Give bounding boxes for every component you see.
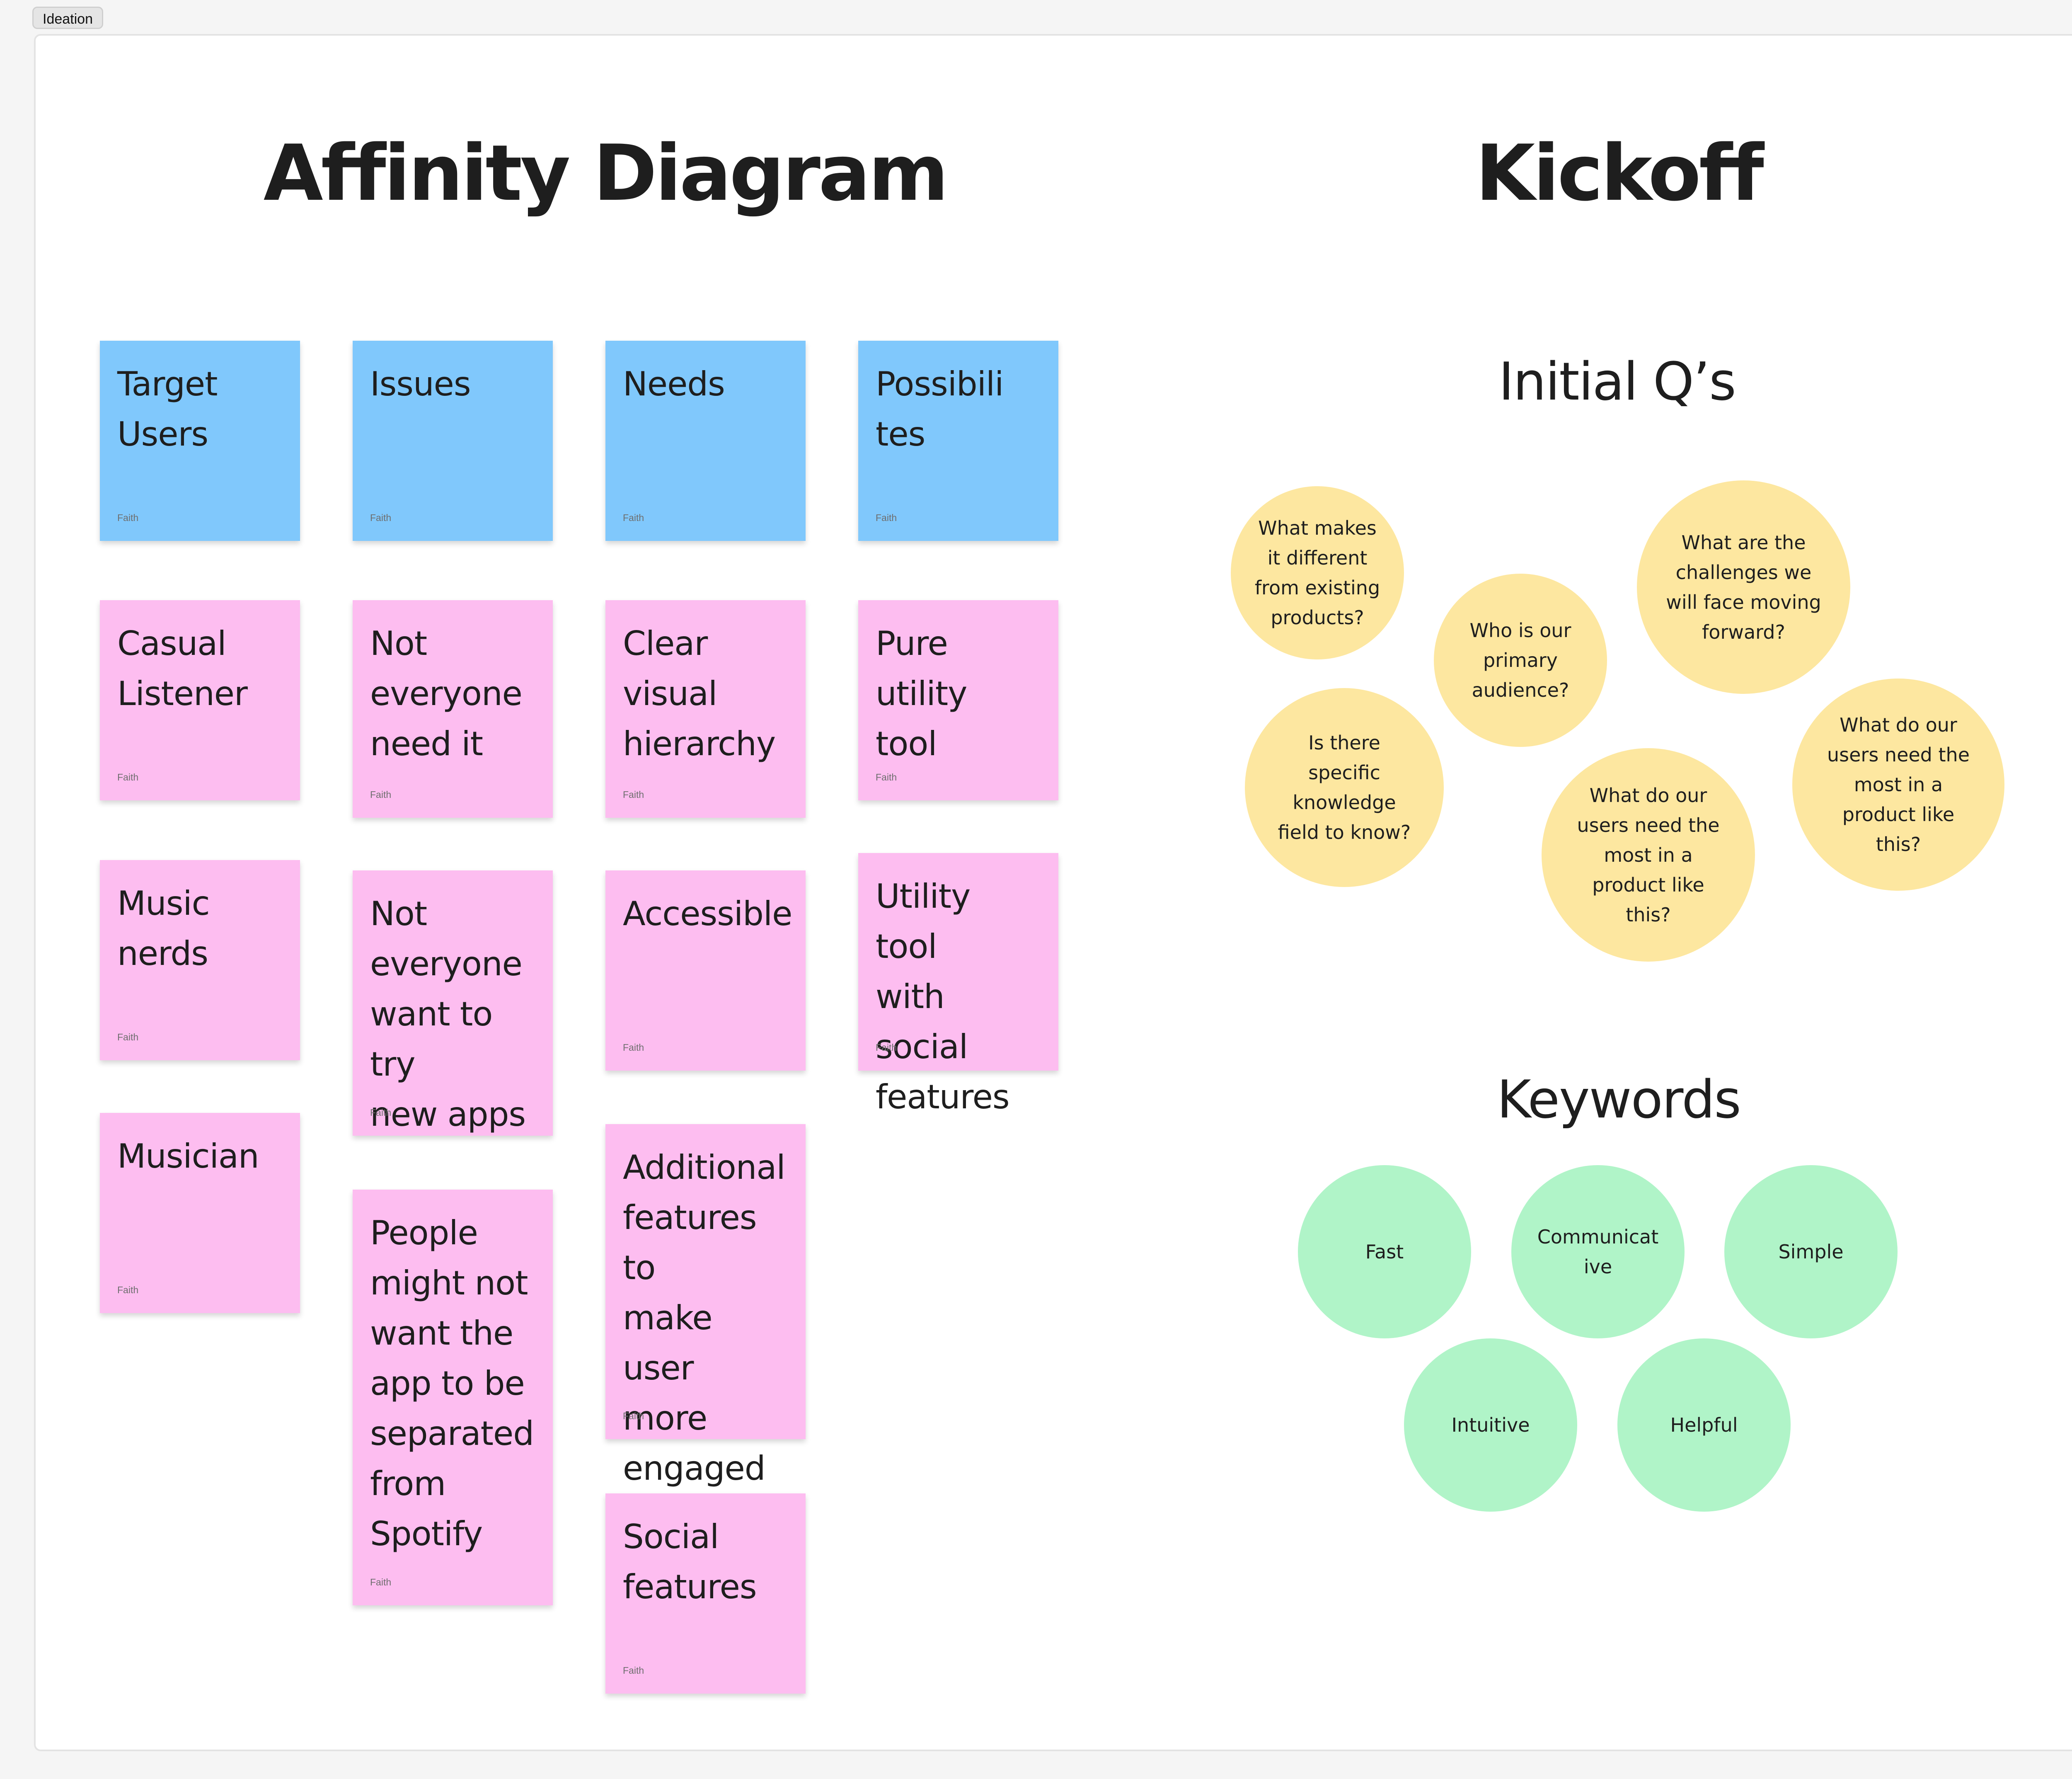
affinity-diagram-title: Affinity Diagram <box>263 128 949 218</box>
sticky-author: Faith <box>117 512 139 523</box>
keyword-circle[interactable]: Simple <box>1724 1165 1898 1338</box>
sticky-author: Faith <box>370 1577 392 1588</box>
sticky-author: Faith <box>370 789 392 800</box>
sticky-author: Faith <box>117 1285 139 1295</box>
sticky-author: Faith <box>370 512 392 523</box>
sticky-text: Accessible <box>623 894 792 933</box>
frame-label[interactable]: Ideation <box>32 7 103 29</box>
sticky-author: Faith <box>623 1042 644 1053</box>
sticky-author: Faith <box>117 772 139 783</box>
header-sticky-needs[interactable]: Needs Faith <box>605 341 806 541</box>
sticky-text: Musician <box>117 1137 259 1175</box>
header-sticky-issues[interactable]: Issues Faith <box>353 341 553 541</box>
keyword-circle[interactable]: Fast <box>1298 1165 1471 1338</box>
sticky-author: Faith <box>876 772 897 783</box>
sticky-author: Faith <box>623 1411 644 1421</box>
sticky-author: Faith <box>623 789 644 800</box>
sticky-text: Issues <box>370 365 471 403</box>
sticky-author: Faith <box>876 512 897 523</box>
keyword-circle[interactable]: Intuitive <box>1404 1338 1577 1512</box>
circle-text: Intuitive <box>1451 1414 1530 1436</box>
sticky-author: Faith <box>370 1107 392 1118</box>
sticky-text: Needs <box>623 365 725 403</box>
circle-text: Fast <box>1365 1241 1404 1263</box>
kickoff-title: Kickoff <box>1475 128 1764 218</box>
keywords-title: Keywords <box>1497 1069 1741 1130</box>
initial-questions-title: Initial Q’s <box>1498 351 1736 412</box>
sticky-author: Faith <box>623 512 644 523</box>
keyword-circle[interactable]: Helpful <box>1617 1338 1791 1512</box>
circle-text: Helpful <box>1670 1414 1738 1436</box>
note-sticky[interactable]: Musician Faith <box>100 1113 300 1313</box>
sticky-author: Faith <box>117 1032 139 1042</box>
sticky-author: Faith <box>623 1665 644 1676</box>
sticky-author: Faith <box>876 1042 897 1053</box>
note-sticky[interactable]: Accessible Faith <box>605 870 806 1071</box>
circle-text: Simple <box>1778 1241 1844 1263</box>
